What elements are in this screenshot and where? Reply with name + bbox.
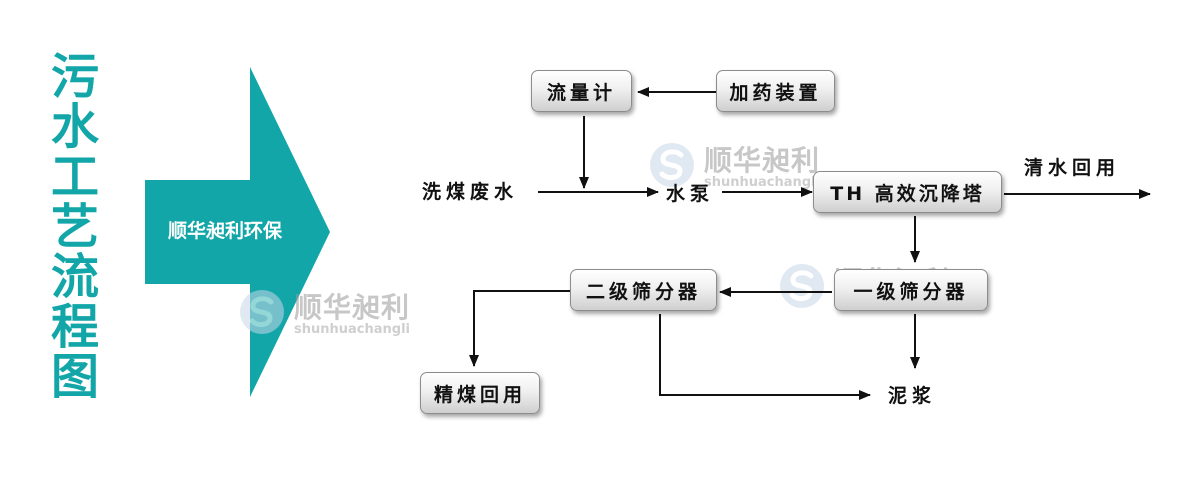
watermark-sub: shunhuachangli bbox=[704, 175, 820, 190]
watermark: 顺华昶利 shunhuachangli bbox=[238, 284, 438, 344]
node-flowmeter: 流量计 bbox=[531, 70, 632, 112]
title-char: 流 bbox=[50, 249, 99, 305]
watermark-name: 顺华昶利 bbox=[704, 144, 821, 177]
title-char: 艺 bbox=[50, 199, 99, 255]
node-dosing-device: 加药装置 bbox=[716, 70, 835, 112]
node-secondary-screen: 二级筛分器 bbox=[570, 269, 717, 311]
watermark-name: 顺华昶利 bbox=[294, 291, 411, 324]
label-clear-water-reuse: 清水回用 bbox=[1024, 157, 1121, 179]
label-pump: 水泵 bbox=[666, 183, 715, 205]
edge-screen2-to-slurry bbox=[659, 314, 871, 400]
watermark: 顺华昶利 shunhuachangli bbox=[648, 137, 848, 197]
node-settling-tower: TH 高效沉降塔 bbox=[813, 171, 1002, 213]
title-char: 程 bbox=[50, 299, 99, 355]
label-slurry: 泥浆 bbox=[888, 385, 937, 407]
title-char: 工 bbox=[50, 149, 99, 205]
title-char: 污 bbox=[50, 49, 99, 105]
edge-screen2-to-cleancoal bbox=[469, 290, 570, 367]
watermark-logo-icon bbox=[780, 264, 824, 308]
watermark-logo-icon bbox=[240, 290, 284, 334]
node-clean-coal-reuse: 精煤回用 bbox=[420, 372, 540, 414]
arrow-label: 顺华昶利环保 bbox=[167, 220, 282, 242]
watermark-sub: shunhuachangli bbox=[294, 322, 410, 337]
label-wastewater: 洗煤废水 bbox=[422, 181, 519, 203]
watermark-logo-icon bbox=[650, 143, 694, 187]
node-primary-screen: 一级筛分器 bbox=[834, 269, 988, 311]
title-char: 图 bbox=[50, 349, 99, 405]
vertical-title: 污水工艺流程图 bbox=[44, 52, 106, 402]
title-char: 水 bbox=[50, 99, 99, 155]
